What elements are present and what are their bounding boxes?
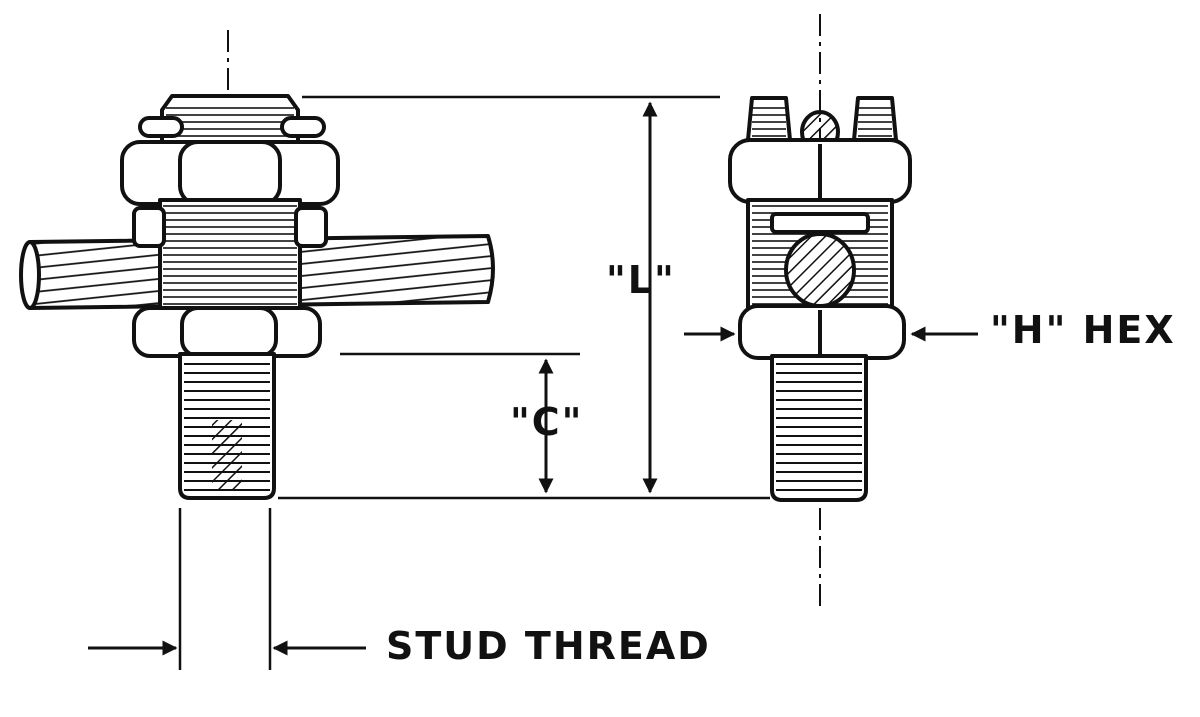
lower-hex-nut bbox=[132, 306, 322, 358]
side-upper-hex bbox=[728, 138, 912, 204]
length-label: "L" bbox=[606, 258, 676, 302]
threaded-stud bbox=[178, 352, 276, 500]
front-view bbox=[19, 30, 495, 500]
clearance-label: "C" bbox=[510, 400, 584, 444]
top-nut bbox=[138, 94, 326, 150]
slotted-top bbox=[746, 96, 898, 154]
connector-body bbox=[132, 198, 328, 320]
hex-label: "H" HEX bbox=[990, 308, 1176, 352]
side-view bbox=[728, 14, 912, 612]
side-body bbox=[746, 198, 894, 314]
side-stud bbox=[770, 354, 868, 502]
upper-hex-nut bbox=[120, 140, 340, 206]
dimension-lines bbox=[88, 95, 978, 670]
side-lower-hex bbox=[738, 304, 906, 360]
stud-thread-label: STUD THREAD bbox=[386, 624, 711, 668]
